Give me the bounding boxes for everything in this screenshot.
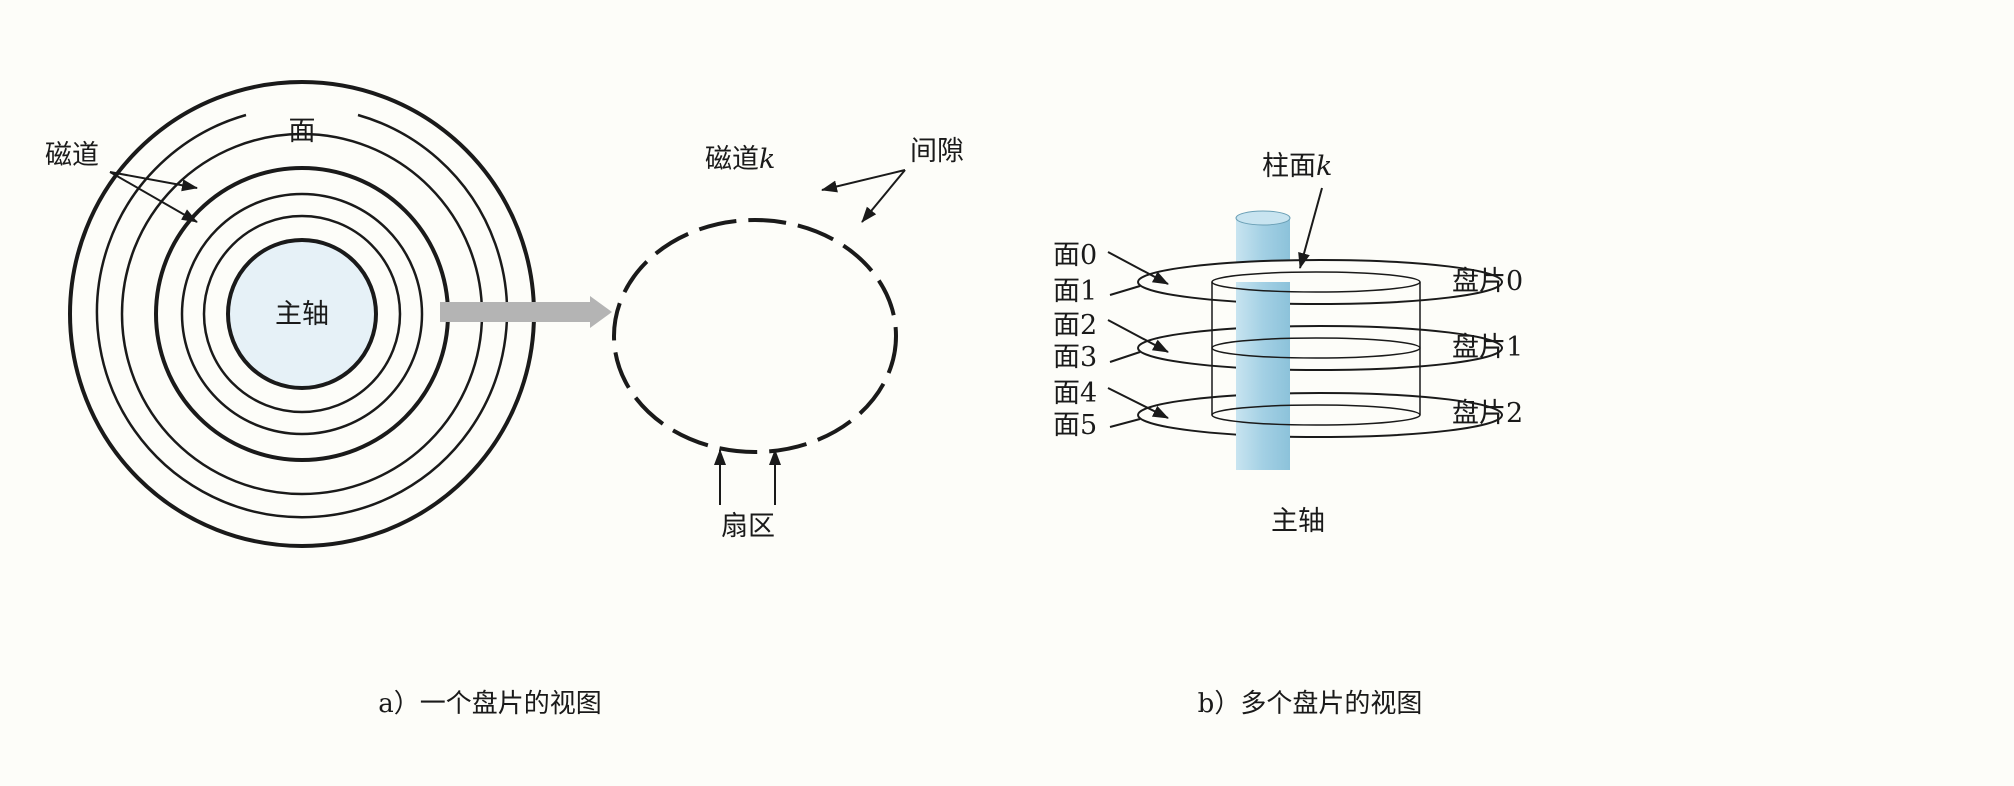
platter-0	[1137, 259, 1503, 305]
platter-1-label: 盘片1	[1452, 332, 1523, 363]
surface-2-arrow	[1107, 319, 1169, 353]
surface-3-arrow	[1109, 351, 1141, 363]
surface-label: 面	[289, 116, 316, 147]
surface-5-label: 面5	[1053, 410, 1097, 441]
cylinder-k-arrow	[1298, 187, 1323, 269]
platter-2-label: 盘片2	[1452, 398, 1523, 429]
zoom-arrow-shaft	[440, 302, 592, 322]
sector-label: 扇区	[721, 511, 775, 542]
spindle-shaft-segment	[1236, 282, 1290, 470]
track-surface-gap	[95, 113, 509, 519]
platter-top-view: 主轴 面 磁道	[45, 80, 536, 548]
platter-1	[1137, 325, 1503, 371]
track-k-label: 磁道k	[705, 144, 775, 175]
track-k-detail: 磁道k 间隙 扇区	[612, 136, 964, 542]
gap-arrow	[821, 169, 906, 193]
platter-2	[1137, 392, 1503, 438]
surface-4-arrow	[1107, 387, 1169, 419]
track-label: 磁道	[45, 140, 99, 171]
surface-1-arrow	[1109, 285, 1141, 296]
surface-0-label: 面0	[1053, 240, 1097, 271]
gap-label: 间隙	[910, 136, 964, 167]
track	[180, 192, 424, 436]
surface-4-label: 面4	[1053, 378, 1097, 409]
track	[202, 214, 402, 414]
track-k-sectors	[612, 218, 898, 454]
spindle-top	[1235, 210, 1291, 226]
surface-2-label: 面2	[1053, 310, 1097, 341]
surface-0-arrow	[1107, 251, 1169, 285]
spindle-label: 主轴	[1271, 506, 1325, 537]
caption-b: b）多个盘片的视图	[1198, 689, 1423, 719]
track-arrow	[109, 171, 198, 192]
surface-1-label: 面1	[1053, 276, 1097, 307]
zoom-arrow-head	[590, 296, 612, 328]
cylinder-k-label: 柱面k	[1262, 151, 1332, 182]
caption-a: a）一个盘片的视图	[378, 689, 602, 719]
spindle	[226, 238, 378, 390]
spindle-label: 主轴	[275, 299, 329, 330]
surface-3-label: 面3	[1053, 342, 1097, 373]
gap-arrow	[861, 169, 906, 223]
platter-stack: 柱面k 主轴 面0 面1 面2 面3 面4 面5 盘片0 盘片1 盘片2	[1053, 151, 1523, 537]
platter-0-label: 盘片0	[1452, 266, 1523, 297]
surface-5-arrow	[1109, 418, 1141, 428]
track-arrow	[109, 171, 198, 223]
